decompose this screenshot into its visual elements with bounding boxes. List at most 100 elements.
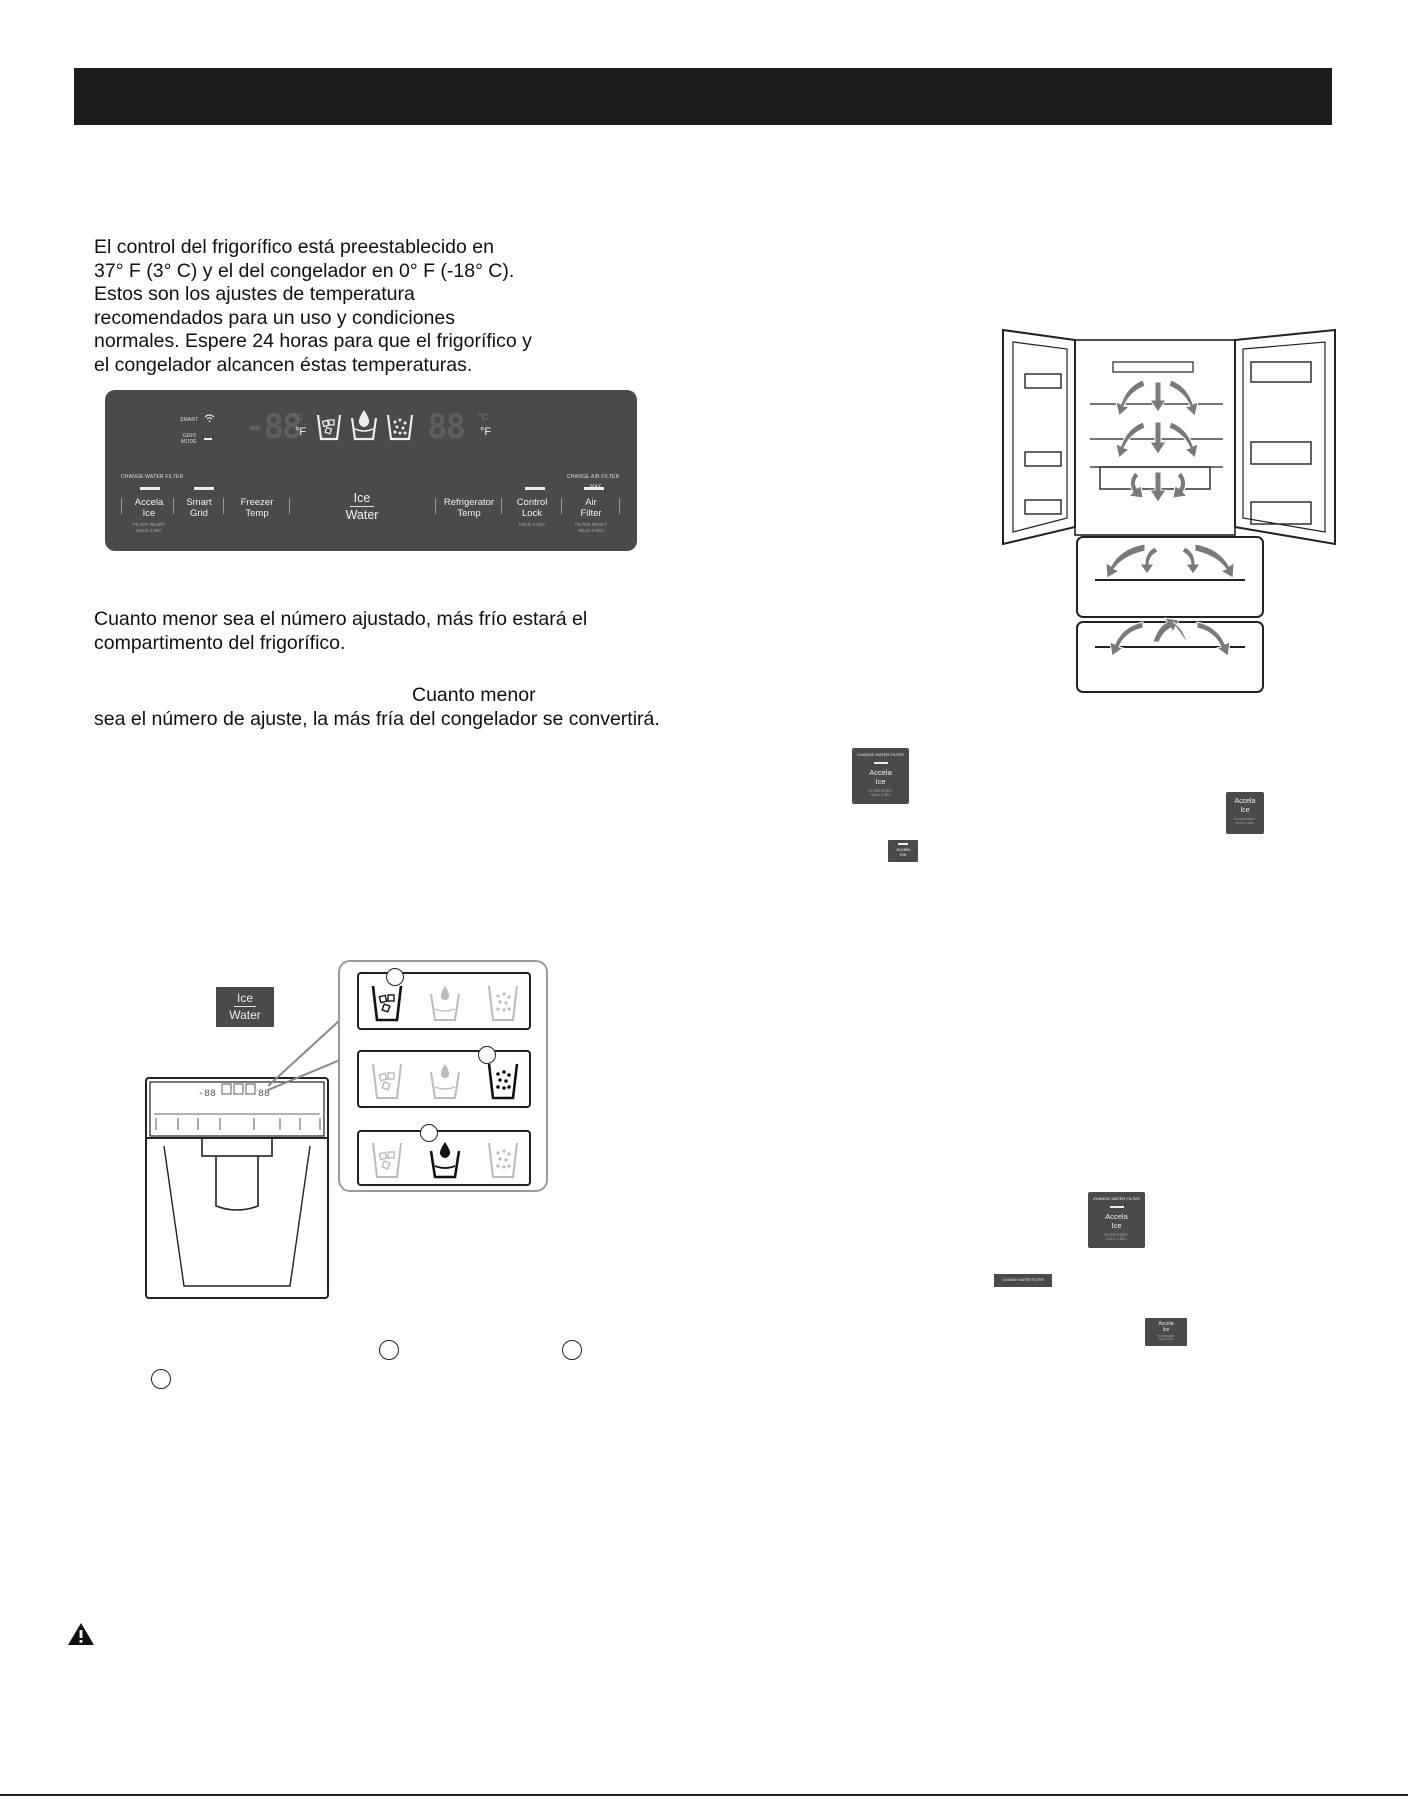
divider — [435, 498, 436, 514]
callout-marker — [478, 1046, 496, 1064]
bottom-rule — [0, 1794, 1408, 1796]
button-label: Ice — [875, 777, 886, 786]
mode-card-crushed — [357, 1050, 531, 1108]
button-sublabel: HOLD 3 SEC — [1106, 1237, 1127, 1241]
accela-ice-button-sample[interactable]: Accela Ice FILTER RESET HOLD 3 SEC — [1145, 1318, 1187, 1346]
intro-line: El control del frigorífico está preestab… — [94, 236, 494, 258]
accela-ice-button-sample[interactable]: Accela Ice — [888, 840, 918, 862]
button-sublabel: HOLD 3 SEC — [1158, 1338, 1174, 1341]
ice-water-button[interactable]: Ice Water — [325, 491, 399, 522]
button-label: Water — [345, 508, 379, 522]
crushed-ice-icon — [488, 1142, 518, 1178]
button-label: Accela — [869, 768, 892, 777]
freezer-line: sea el número de ajuste, la más fría del… — [94, 708, 660, 730]
fridge-unit-c: °C — [478, 412, 489, 422]
button-label: Lock — [521, 508, 543, 519]
air-filter-button[interactable]: Air Filter FILTER RESET HOLD 3 SEC — [565, 497, 617, 534]
cubed-ice-icon — [371, 985, 403, 1022]
crushed-ice-icon — [487, 1063, 519, 1100]
button-divider — [234, 1006, 256, 1007]
button-label: Accela — [1234, 798, 1256, 805]
refrigerator-temp-button[interactable]: Refrigerator Temp — [437, 497, 501, 519]
change-water-filter-chip: CHANGE WATER FILTER — [994, 1274, 1052, 1287]
mode-card-water — [357, 1130, 531, 1186]
indicator-bar — [898, 843, 908, 845]
crushed-ice-icon — [386, 414, 414, 441]
callout-marker — [420, 1124, 438, 1142]
button-label: Accela — [1158, 1321, 1174, 1327]
button-label: Control — [516, 497, 548, 508]
button-sublabel: HOLD 3 SEC — [518, 522, 546, 527]
button-sublabel: HOLD 3 SEC — [870, 793, 891, 797]
button-sublabel: FILTER RESET — [575, 522, 607, 527]
mode-card-cubed — [357, 972, 531, 1030]
mini-fridge-display: 88 — [258, 1089, 270, 1100]
fridge-line: Cuanto menor sea el número ajustado, más… — [94, 608, 588, 630]
intro-paragraph: El control del frigorífico está preestab… — [94, 236, 564, 377]
reference-marker — [379, 1340, 399, 1360]
fridge-paragraph: Cuanto menor sea el número ajustado, más… — [94, 608, 654, 655]
freezer-temp-display: -88 — [245, 407, 302, 447]
button-sublabel: FILTER RESET — [1104, 1233, 1129, 1237]
button-label: Ice — [236, 991, 253, 1005]
smart-grid-button[interactable]: Smart Grid — [177, 497, 221, 519]
divider — [561, 498, 562, 514]
fridge-line: compartimento del frigorífico. — [94, 631, 346, 654]
button-label: Refrigerator — [443, 497, 495, 508]
button-label: Temp — [245, 508, 269, 519]
freezer-temp-button[interactable]: Freezer Temp — [227, 497, 287, 519]
button-sublabel: FILTER RESET — [868, 789, 893, 793]
fridge-unit-f: °F — [480, 426, 492, 438]
freezer-line: Cuanto menor — [412, 684, 536, 706]
control-lock-indicator — [525, 487, 545, 490]
button-label: Freezer — [240, 497, 274, 508]
water-filter-indicator — [140, 487, 160, 490]
freezer-unit-f: °F — [295, 426, 307, 438]
divider — [121, 498, 122, 514]
reference-marker — [151, 1369, 171, 1389]
button-sublabel: FILTER RESET — [1157, 1335, 1175, 1338]
button-divider — [350, 506, 374, 507]
accela-ice-button[interactable]: Accela Ice FILTER RESET HOLD 3 SEC — [127, 497, 171, 534]
change-air-filter-label: CHANGE AIR FILTER — [567, 474, 620, 480]
fridge-temp-display: 88 — [427, 407, 466, 447]
refrigerator-airflow-illustration — [1002, 328, 1336, 693]
control-lock-button[interactable]: Control Lock HOLD 3 SEC — [505, 497, 559, 528]
button-sublabel: HOLD 3 SEC — [577, 528, 605, 533]
cubed-ice-icon — [316, 414, 342, 441]
freezer-unit-c: °C — [293, 412, 304, 422]
divider — [173, 498, 174, 514]
grid-mode-indicator — [204, 438, 212, 440]
button-sublabel: HOLD 3 SEC — [135, 528, 163, 533]
change-water-filter-label: CHANGE WATER FILTER — [857, 752, 904, 757]
intro-line: normales. Espere 24 horas para que el fr… — [94, 330, 532, 352]
crushed-ice-icon — [488, 985, 518, 1021]
button-label: Ice — [142, 508, 156, 519]
ice-water-button-sample[interactable]: Ice Water — [216, 987, 274, 1027]
callout-marker — [386, 968, 404, 986]
button-label: Accela — [1105, 1212, 1128, 1221]
change-water-filter-label: CHANGE WATER FILTER — [1093, 1196, 1140, 1201]
accela-ice-button-sample[interactable]: Accela Ice FILTER RESET HOLD 3 SEC — [1226, 792, 1264, 834]
button-label: Grid — [190, 508, 208, 519]
button-label: Temp — [457, 508, 481, 519]
indicator-bar — [1109, 1206, 1124, 1208]
intro-line: Estos son los ajustes de temperatura — [94, 283, 415, 305]
button-sublabel: FILTER RESET — [133, 522, 165, 527]
button-label: Air — [585, 497, 597, 508]
smart-label: SMART — [180, 417, 199, 423]
change-water-filter-label: CHANGE WATER FILTER — [121, 474, 184, 480]
button-label: Ice — [353, 491, 371, 505]
dispenser-mode-callout — [338, 960, 548, 1192]
accela-ice-button-sample[interactable]: CHANGE WATER FILTER Accela Ice FILTER RE… — [852, 748, 909, 804]
cubed-ice-icon — [372, 1142, 402, 1178]
button-sublabel: HOLD 3 SEC — [1236, 821, 1254, 825]
intro-line: 37° F (3° C) y el del congelador en 0° F… — [94, 259, 515, 282]
divider — [619, 498, 620, 514]
intro-line: recomendados para un uso y condiciones — [94, 306, 455, 329]
section-header-bar — [74, 68, 1332, 125]
accela-ice-button-sample[interactable]: CHANGE WATER FILTER Accela Ice FILTER RE… — [1088, 1192, 1145, 1248]
wifi-icon — [204, 414, 215, 422]
indicator-bar — [873, 762, 888, 764]
water-drop-icon — [350, 410, 378, 441]
